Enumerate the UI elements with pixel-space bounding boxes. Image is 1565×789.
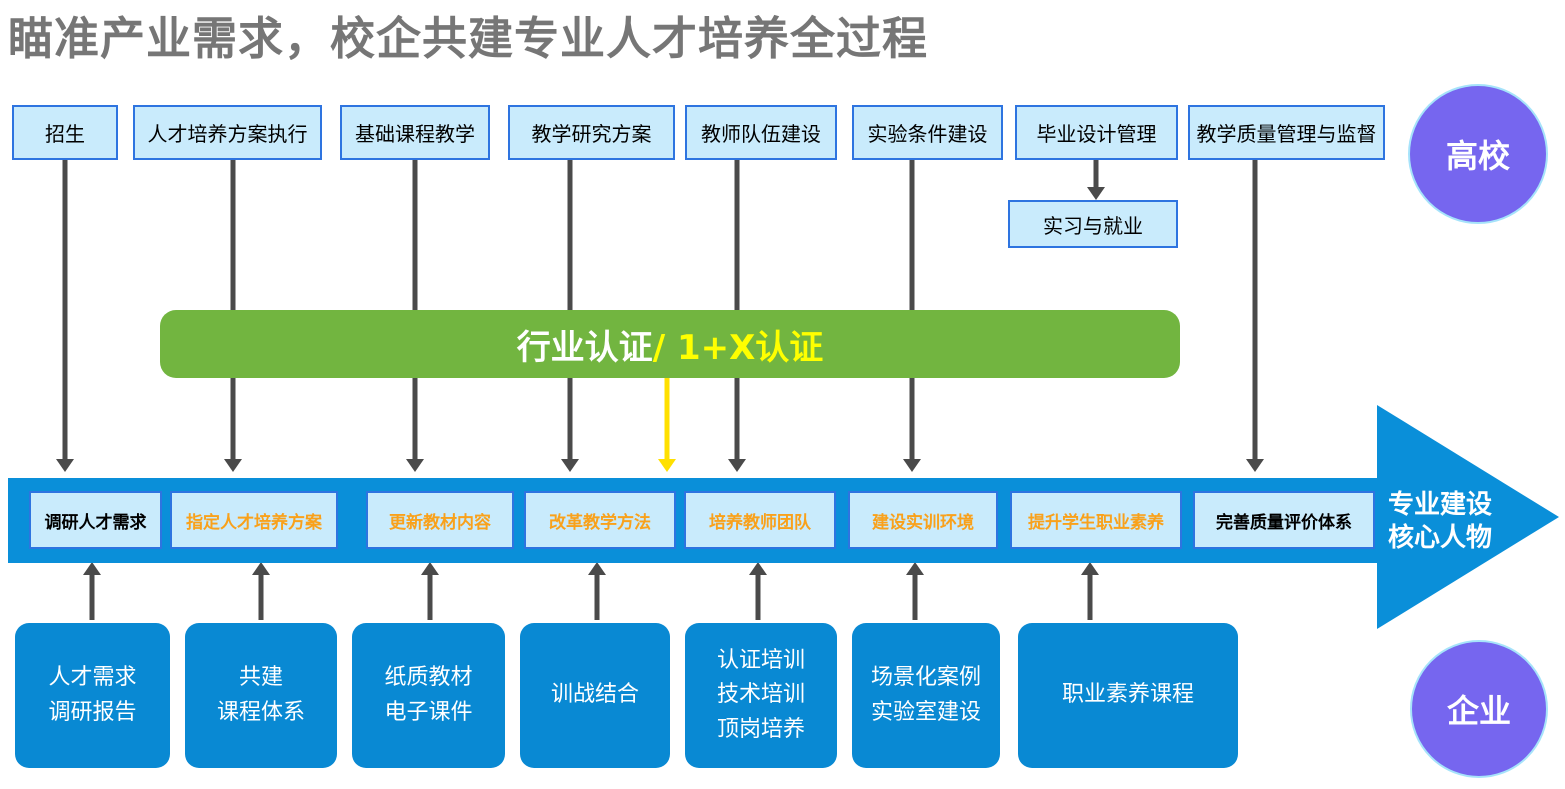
bottom-box-course-system: 共建 课程体系	[185, 623, 337, 768]
step-improve-student-skills: 提升学生职业素养	[1010, 491, 1182, 549]
arrow-head-icon	[252, 562, 270, 575]
bottom-box-combat-training: 训战结合	[520, 623, 670, 768]
bottom-box-line: 训战结合	[550, 682, 639, 708]
bottom-box-line: 课程体系	[216, 699, 305, 725]
arrow-head-icon	[658, 459, 676, 472]
arrow-head-icon	[421, 562, 439, 575]
step-research-talent-needs: 调研人才需求	[29, 491, 162, 549]
up-arrow-cert-training	[749, 562, 767, 620]
arrow-head-icon	[83, 562, 101, 575]
step-train-teachers: 培养教师团队	[684, 491, 836, 549]
certification-yellow-arrow	[658, 376, 676, 472]
top-box-training-plan: 人才培养方案执行	[133, 105, 322, 160]
bottom-box-line: 电子课件	[384, 699, 473, 725]
university-label: 高校	[1445, 137, 1510, 175]
arrow-head-icon	[56, 459, 74, 472]
bottom-box-materials: 纸质教材 电子课件	[352, 623, 505, 768]
internship-box-label: 实习与就业	[1043, 213, 1143, 238]
step-build-training-env: 建设实训环境	[848, 491, 998, 549]
process-band: 调研人才需求 指定人才培养方案 更新教材内容 改革教学方法 培养教师团队 建设实…	[8, 478, 1378, 563]
step-quality-evaluation: 完善质量评价体系	[1193, 491, 1375, 549]
top-box-enrollment: 招生	[12, 105, 118, 160]
step-define-training-plan: 指定人才培养方案	[170, 491, 338, 549]
process-arrow-label-line2: 核心人物	[1388, 523, 1493, 554]
bottom-box-line: 调研报告	[48, 699, 137, 725]
arrow-head-icon	[561, 459, 579, 472]
arrow-head-icon	[588, 562, 606, 575]
certification-bar-white-text: 行业认证	[516, 327, 653, 368]
up-arrow-combat-training	[588, 562, 606, 620]
bottom-box-line: 认证培训	[716, 648, 805, 674]
top-box-teaching-research: 教学研究方案	[508, 105, 675, 160]
top-box-label: 基础课程教学	[355, 122, 475, 146]
certification-bar: 行业认证 / 1+X认证	[160, 310, 1180, 378]
bottom-box-line: 职业素养课程	[1061, 682, 1194, 708]
process-arrow-label: 专业建设 核心人物	[1388, 489, 1492, 555]
step-reform-teaching: 改革教学方法	[524, 491, 676, 549]
bottom-box-line: 场景化案例	[870, 665, 981, 691]
arrow-head-icon	[749, 562, 767, 575]
top-box-graduation-design: 毕业设计管理	[1015, 105, 1178, 160]
page-title: 瞄准产业需求，校企共建专业人才培养全过程	[8, 12, 929, 65]
step-label: 调研人才需求	[44, 512, 147, 533]
step-label: 指定人才培养方案	[186, 512, 322, 533]
arrow-head-icon	[728, 459, 746, 472]
top-box-label: 教师队伍建设	[701, 122, 821, 146]
bottom-box-needs-report: 人才需求 调研报告	[15, 623, 170, 768]
step-label: 完善质量评价体系	[1216, 512, 1352, 533]
step-label: 建设实训环境	[872, 512, 974, 533]
step-label: 培养教师团队	[709, 512, 811, 533]
bottom-box-cert-training: 认证培训 技术培训 顶岗培养	[685, 623, 837, 768]
top-box-label: 毕业设计管理	[1036, 122, 1157, 146]
up-arrow-scenario-lab	[906, 562, 924, 620]
enterprise-label: 企业	[1446, 692, 1511, 730]
bottom-box-vocational: 职业素养课程	[1018, 623, 1238, 768]
step-label: 提升学生职业素养	[1028, 512, 1164, 533]
top-box-lab-conditions: 实验条件建设	[852, 105, 1003, 160]
bottom-box-line: 顶岗培养	[716, 716, 805, 742]
bottom-box-line: 实验室建设	[870, 699, 981, 725]
top-box-label: 实验条件建设	[867, 122, 988, 146]
top-box-label: 招生	[45, 122, 85, 146]
up-arrow-vocational	[1081, 562, 1099, 620]
bottom-box-line: 纸质教材	[384, 665, 473, 691]
arrow-head-icon	[1081, 562, 1099, 575]
bottom-box-line: 共建	[238, 665, 283, 691]
up-arrow-needs-report	[83, 562, 101, 620]
down-arrow-graduation-design	[1087, 160, 1105, 200]
down-arrow-enrollment	[56, 160, 74, 472]
arrow-head-icon	[906, 562, 924, 575]
arrow-head-icon	[406, 459, 424, 472]
bottom-box-scenario-lab: 场景化案例 实验室建设	[852, 623, 1000, 768]
top-box-label: 人才培养方案执行	[147, 122, 308, 146]
top-box-quality-monitor: 教学质量管理与监督	[1188, 105, 1385, 160]
top-box-label: 教学研究方案	[531, 122, 652, 146]
certification-bar-yellow-text: / 1+X认证	[652, 327, 824, 368]
up-arrow-materials	[421, 562, 439, 620]
internship-box: 实习与就业	[1008, 200, 1178, 248]
top-box-teacher-team: 教师队伍建设	[685, 105, 837, 160]
top-box-label: 教学质量管理与监督	[1196, 122, 1377, 146]
top-box-basic-courses: 基础课程教学	[340, 105, 490, 160]
step-label: 改革教学方法	[549, 512, 651, 533]
down-arrow-quality-monitor	[1246, 160, 1264, 472]
step-update-materials: 更新教材内容	[366, 491, 514, 549]
step-label: 更新教材内容	[389, 512, 491, 533]
bottom-box-line: 人才需求	[48, 665, 137, 691]
arrow-head-icon	[903, 459, 921, 472]
arrow-head-icon	[224, 459, 242, 472]
bottom-box-line: 技术培训	[716, 682, 805, 708]
arrow-head-icon	[1246, 459, 1264, 472]
arrow-head-icon	[1087, 187, 1105, 200]
up-arrow-course-system	[252, 562, 270, 620]
university-circle: 高校	[1408, 84, 1548, 224]
enterprise-circle: 企业	[1410, 640, 1548, 778]
process-arrow-label-line1: 专业建设	[1388, 490, 1493, 520]
